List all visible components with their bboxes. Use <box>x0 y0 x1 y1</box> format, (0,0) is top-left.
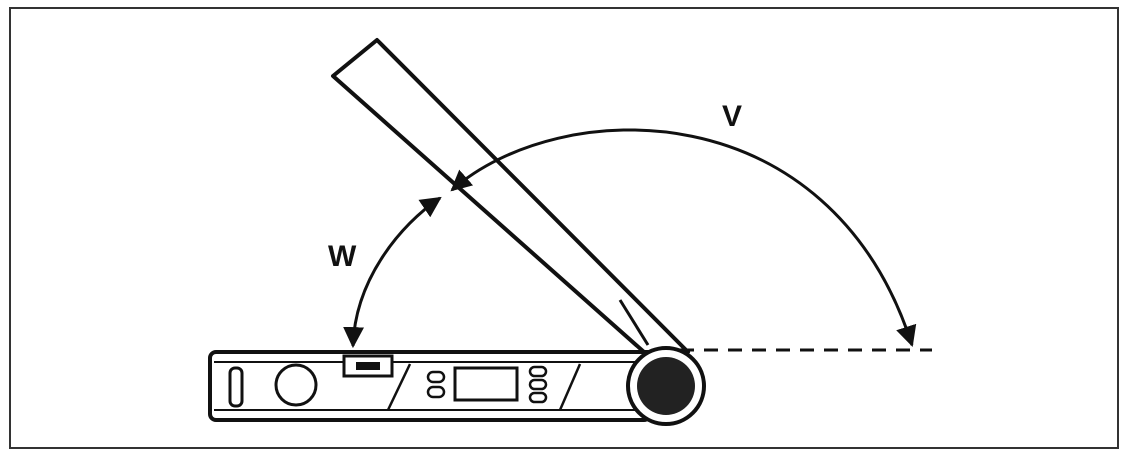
button-right-1 <box>528 365 548 378</box>
base-body <box>208 350 652 422</box>
round-window <box>274 363 318 407</box>
lcd-display-icon <box>453 366 519 402</box>
angle-w-label: W <box>328 240 357 273</box>
button-right-3 <box>528 391 548 404</box>
button-right-2 <box>528 378 548 391</box>
swing-arm <box>331 38 690 354</box>
grip-slot <box>228 366 244 408</box>
button-left-top <box>426 370 446 384</box>
hinge-knob-icon <box>626 346 706 426</box>
angle-w-arc <box>343 196 442 349</box>
level-vial-icon <box>342 354 394 378</box>
angle-v-label: V <box>722 100 742 133</box>
angle-v-arc <box>450 128 917 347</box>
button-left-bottom <box>426 385 446 399</box>
figure-frame <box>9 7 1119 449</box>
